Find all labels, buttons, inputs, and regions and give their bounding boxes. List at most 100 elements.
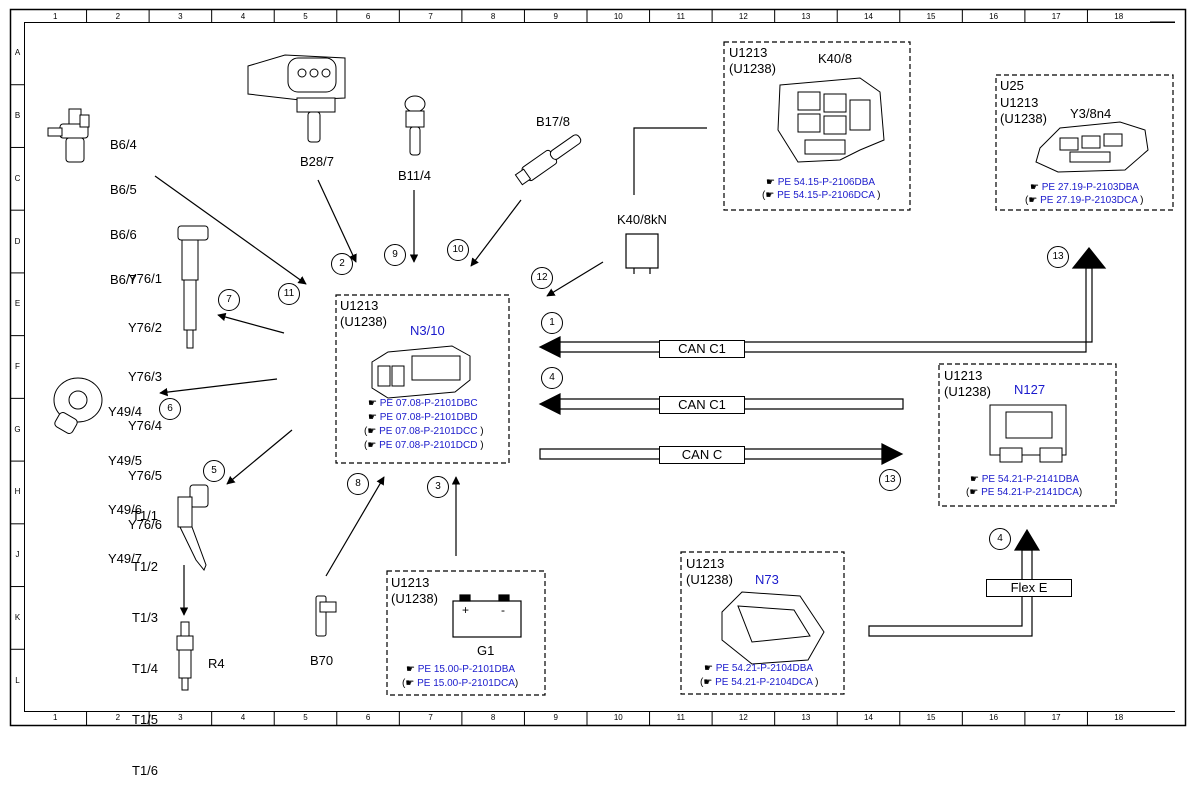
n310-u1: U1213 [340,298,379,313]
grid-column-label: 6 [365,713,371,722]
arrow-10 [470,199,522,267]
n127-box [938,363,1117,507]
y76-label-5: Y76/6 [128,516,162,532]
y76-label-2: Y76/3 [128,369,162,385]
y76-label-1: Y76/2 [128,320,162,336]
b17-label: B17/8 [536,114,570,129]
grid-column-label: 14 [864,12,873,21]
y49-label-3: Y49/7 [108,551,142,567]
grid-column-label: 16 [989,12,999,21]
g1-u2: (U1238) [391,591,438,606]
grid-row-label: G [14,424,21,434]
y49-labels: Y49/4 Y49/5 Y49/6 Y49/7 [108,371,142,584]
t1-label-1: T1/2 [132,559,159,574]
grid-column-label: 12 [738,12,748,21]
grid-column-label: 10 [613,713,623,722]
y3-name: Y3/8n4 [1070,106,1112,121]
n310-ref-0[interactable]: ☛ PE 07.08-P-2101DBC [368,398,478,409]
grid-column-label: 7 [428,713,433,722]
grid-column-label: 12 [738,713,748,722]
grid-column-label: 13 [801,12,811,21]
callout-7: 7 [218,289,240,311]
grid-column-label: 16 [989,713,999,722]
n73-ref-0[interactable]: ☛ PE 54.21-P-2104DBA [704,663,814,674]
t1-label-4: T1/5 [132,712,159,727]
callout-5: 5 [203,460,225,482]
y3-ref-1[interactable]: (☛ PE 27.19-P-2103DCA ) [1025,195,1144,206]
n73-ref-1[interactable]: (☛ PE 54.21-P-2104DCA ) [700,677,819,688]
b6-label-3: B6/7 [110,272,137,287]
b6-label-0: B6/4 [110,137,137,152]
grid-column-label: 4 [240,713,246,722]
b6-label-2: B6/6 [110,227,137,242]
bus-can-c1-top: CAN C1 [659,340,745,358]
grid-column-label: 9 [553,713,558,722]
g1-u1: U1213 [391,575,430,590]
grid-row-label: J [15,550,20,560]
callout-2: 2 [331,253,353,275]
hand-pointer-icon: (☛ [762,190,778,201]
k40-ref-1[interactable]: (☛ PE 54.15-P-2106DCA ) [762,190,881,201]
grid-column-label: 5 [303,12,308,21]
hand-pointer-icon: ☛ [406,664,418,675]
k40kn-label: K40/8kN [617,212,667,227]
callout-13-can: 13 [879,469,901,491]
k40-ref-0[interactable]: ☛ PE 54.15-P-2106DBA [766,177,876,188]
grid-row-label: D [14,236,21,246]
grid-column-label: 2 [115,713,121,722]
hand-pointer-icon: ☛ [368,412,380,423]
bus-flex-e: Flex E [986,579,1072,597]
callout-11: 11 [278,283,300,305]
n310-ref-3[interactable]: (☛ PE 07.08-P-2101DCD ) [364,440,484,451]
n127-name: N127 [1014,382,1046,397]
n73-box [680,551,845,695]
callout-9: 9 [384,244,406,266]
y3-ref-0[interactable]: ☛ PE 27.19-P-2103DBA [1030,182,1140,193]
hand-pointer-icon: ☛ [704,663,716,674]
grid-row-label: E [14,299,21,309]
arrow-7 [217,312,285,334]
g1-name: G1 [477,643,495,658]
n73-name: N73 [755,572,779,587]
y3-box [995,74,1174,211]
y3-u1: U1213 [1000,95,1039,110]
grid-column-label: 13 [801,713,811,722]
g1-ref-1[interactable]: (☛ PE 15.00-P-2101DCA) [402,678,519,689]
b28-label: B28/7 [300,154,334,169]
n310-ref-2[interactable]: (☛ PE 07.08-P-2101DCC ) [364,426,484,437]
hand-pointer-icon: (☛ [1025,195,1041,206]
grid-column-label: 8 [490,12,496,21]
n127-ref-0[interactable]: ☛ PE 54.21-P-2141DBA [970,474,1080,485]
n127-ref-1[interactable]: (☛ PE 54.21-P-2141DCA) [966,487,1083,498]
arrow-2 [317,179,357,263]
g1-ref-0[interactable]: ☛ PE 15.00-P-2101DBA [406,664,516,675]
t1-label-5: T1/6 [132,763,159,778]
grid-row-label: K [14,612,21,622]
grid-column-label: 3 [178,713,183,722]
callout-8: 8 [347,473,369,495]
arrow-8 [325,476,385,577]
y3-u2: (U1238) [1000,111,1047,126]
callout-4-flex: 4 [989,528,1011,550]
callout-6: 6 [159,398,181,420]
y49-label-2: Y49/6 [108,502,142,518]
grid-column-label: 11 [676,12,685,21]
arrow-6 [159,378,278,397]
y49-label-1: Y49/5 [108,453,142,469]
grid-column-label: 3 [178,12,183,21]
callout-12: 12 [531,267,553,289]
n127-u2: (U1238) [944,384,991,399]
k40-u2: (U1238) [729,61,776,76]
t1-label-0: T1/1 [132,508,159,523]
n310-ref-1[interactable]: ☛ PE 07.08-P-2101DBD [368,412,478,423]
y49-label-0: Y49/4 [108,403,142,419]
grid-row-label: H [14,487,21,497]
grid-column-label: 1 [53,713,58,722]
hand-pointer-icon: ☛ [1030,182,1042,193]
grid-column-label: 17 [1051,713,1061,722]
n73-u1: U1213 [686,556,725,571]
grid-column-label: 11 [676,713,685,722]
frame [9,8,1187,727]
callout-13-y3: 13 [1047,246,1069,268]
